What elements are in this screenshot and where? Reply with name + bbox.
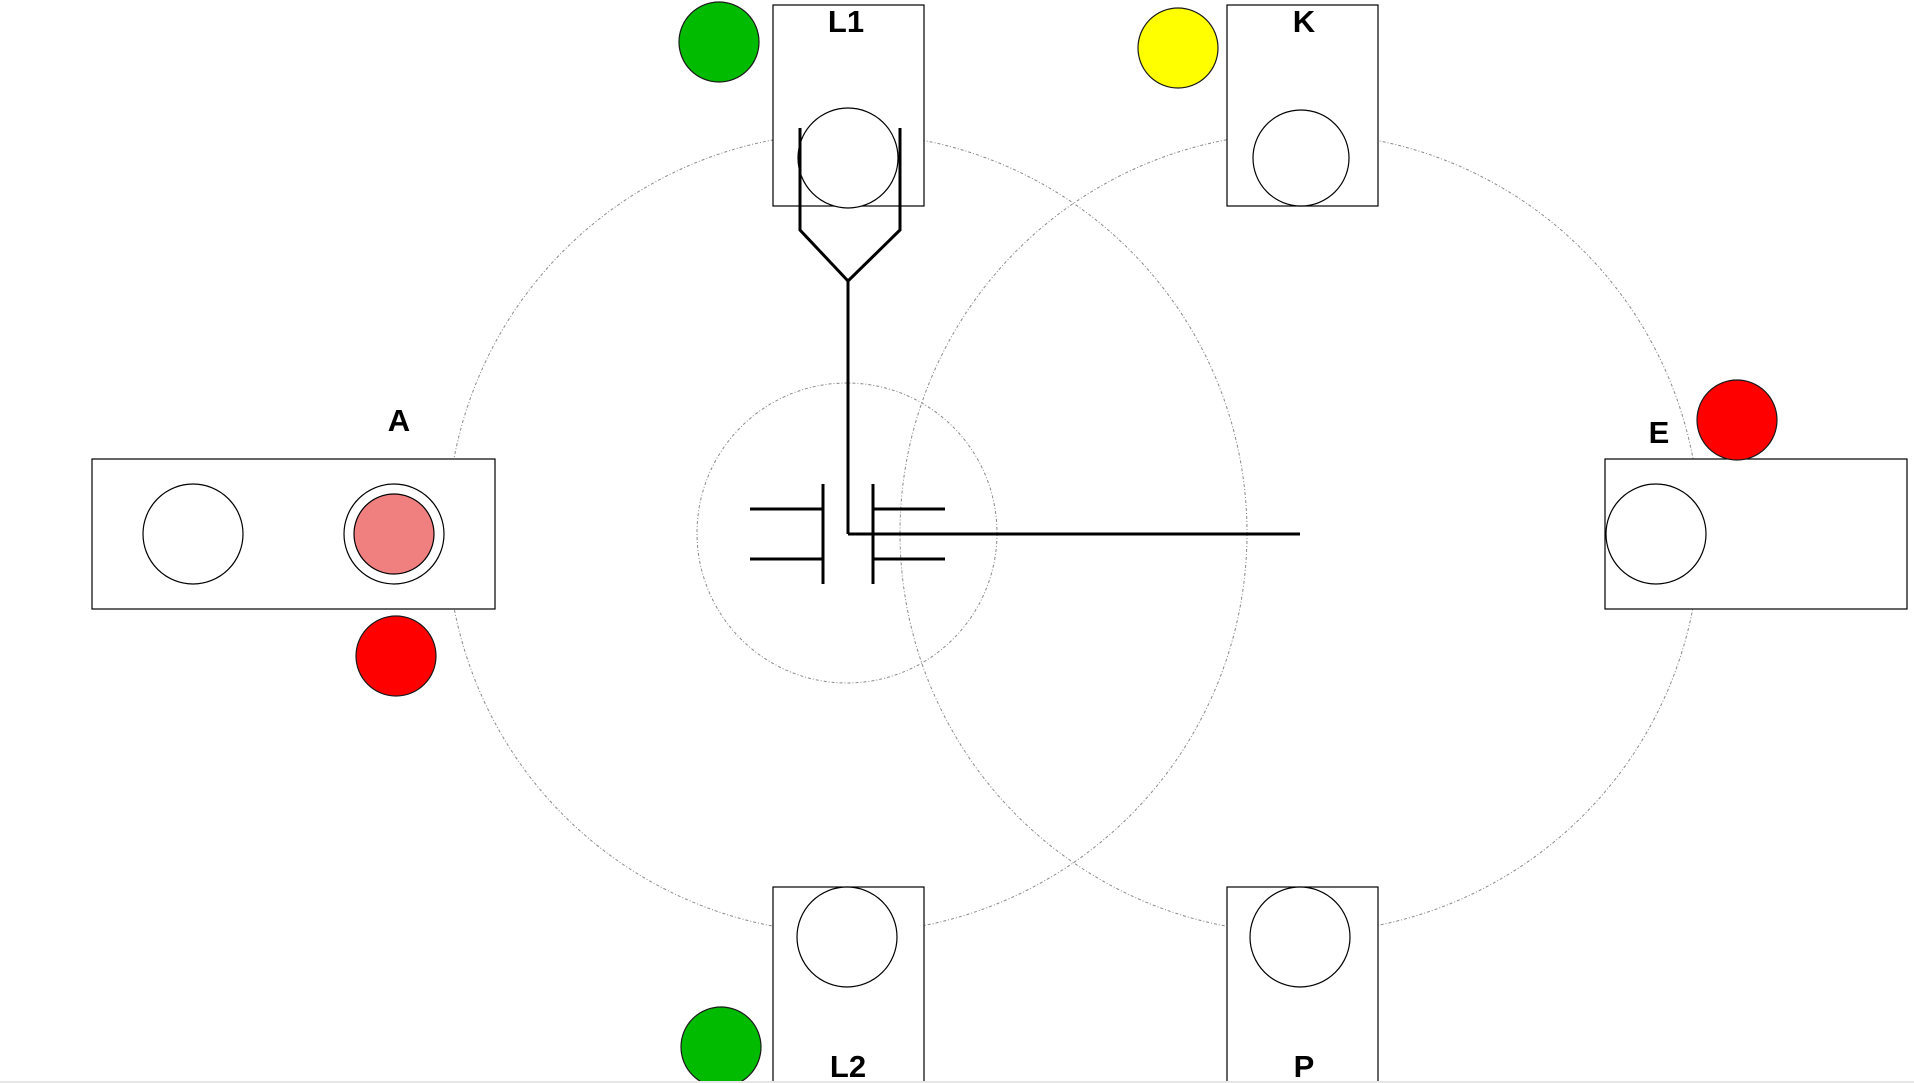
station-e-label: E [1649,415,1670,450]
station-l1[interactable]: L1 [772,4,925,209]
station-p-label: P [1294,1049,1315,1083]
station-a-label: A [388,403,410,438]
station-l2[interactable]: L2 [772,886,925,1083]
station-l1-label: L1 [828,4,864,39]
station-k[interactable]: K [1226,4,1379,207]
station-l2-status-lamp [680,1006,762,1083]
station-p[interactable]: P [1226,886,1379,1083]
station-a-status-lamp [355,615,437,697]
station-k-slot[interactable] [1252,109,1350,207]
station-e-status-lamp [1696,379,1778,461]
robot-fork-left-prong [798,128,850,283]
station-l1-slot[interactable] [797,107,899,209]
robot-fork-right-prong [846,128,902,283]
station-l2-slot[interactable] [796,886,898,988]
station-e[interactable]: E [1604,415,1908,610]
station-l1-status-lamp [678,1,760,83]
station-a[interactable]: A [91,403,496,610]
bottom-edge-strip [0,1081,1914,1083]
station-e-slot[interactable] [1605,483,1707,585]
station-k-status-lamp [1137,7,1219,89]
station-a-slot-2-wafer [353,493,435,575]
station-l2-label: L2 [830,1049,866,1083]
station-p-slot[interactable] [1249,886,1351,988]
station-k-label: K [1293,4,1316,39]
transfer-robot[interactable] [750,128,1300,584]
station-a-slot-1[interactable] [142,483,244,585]
